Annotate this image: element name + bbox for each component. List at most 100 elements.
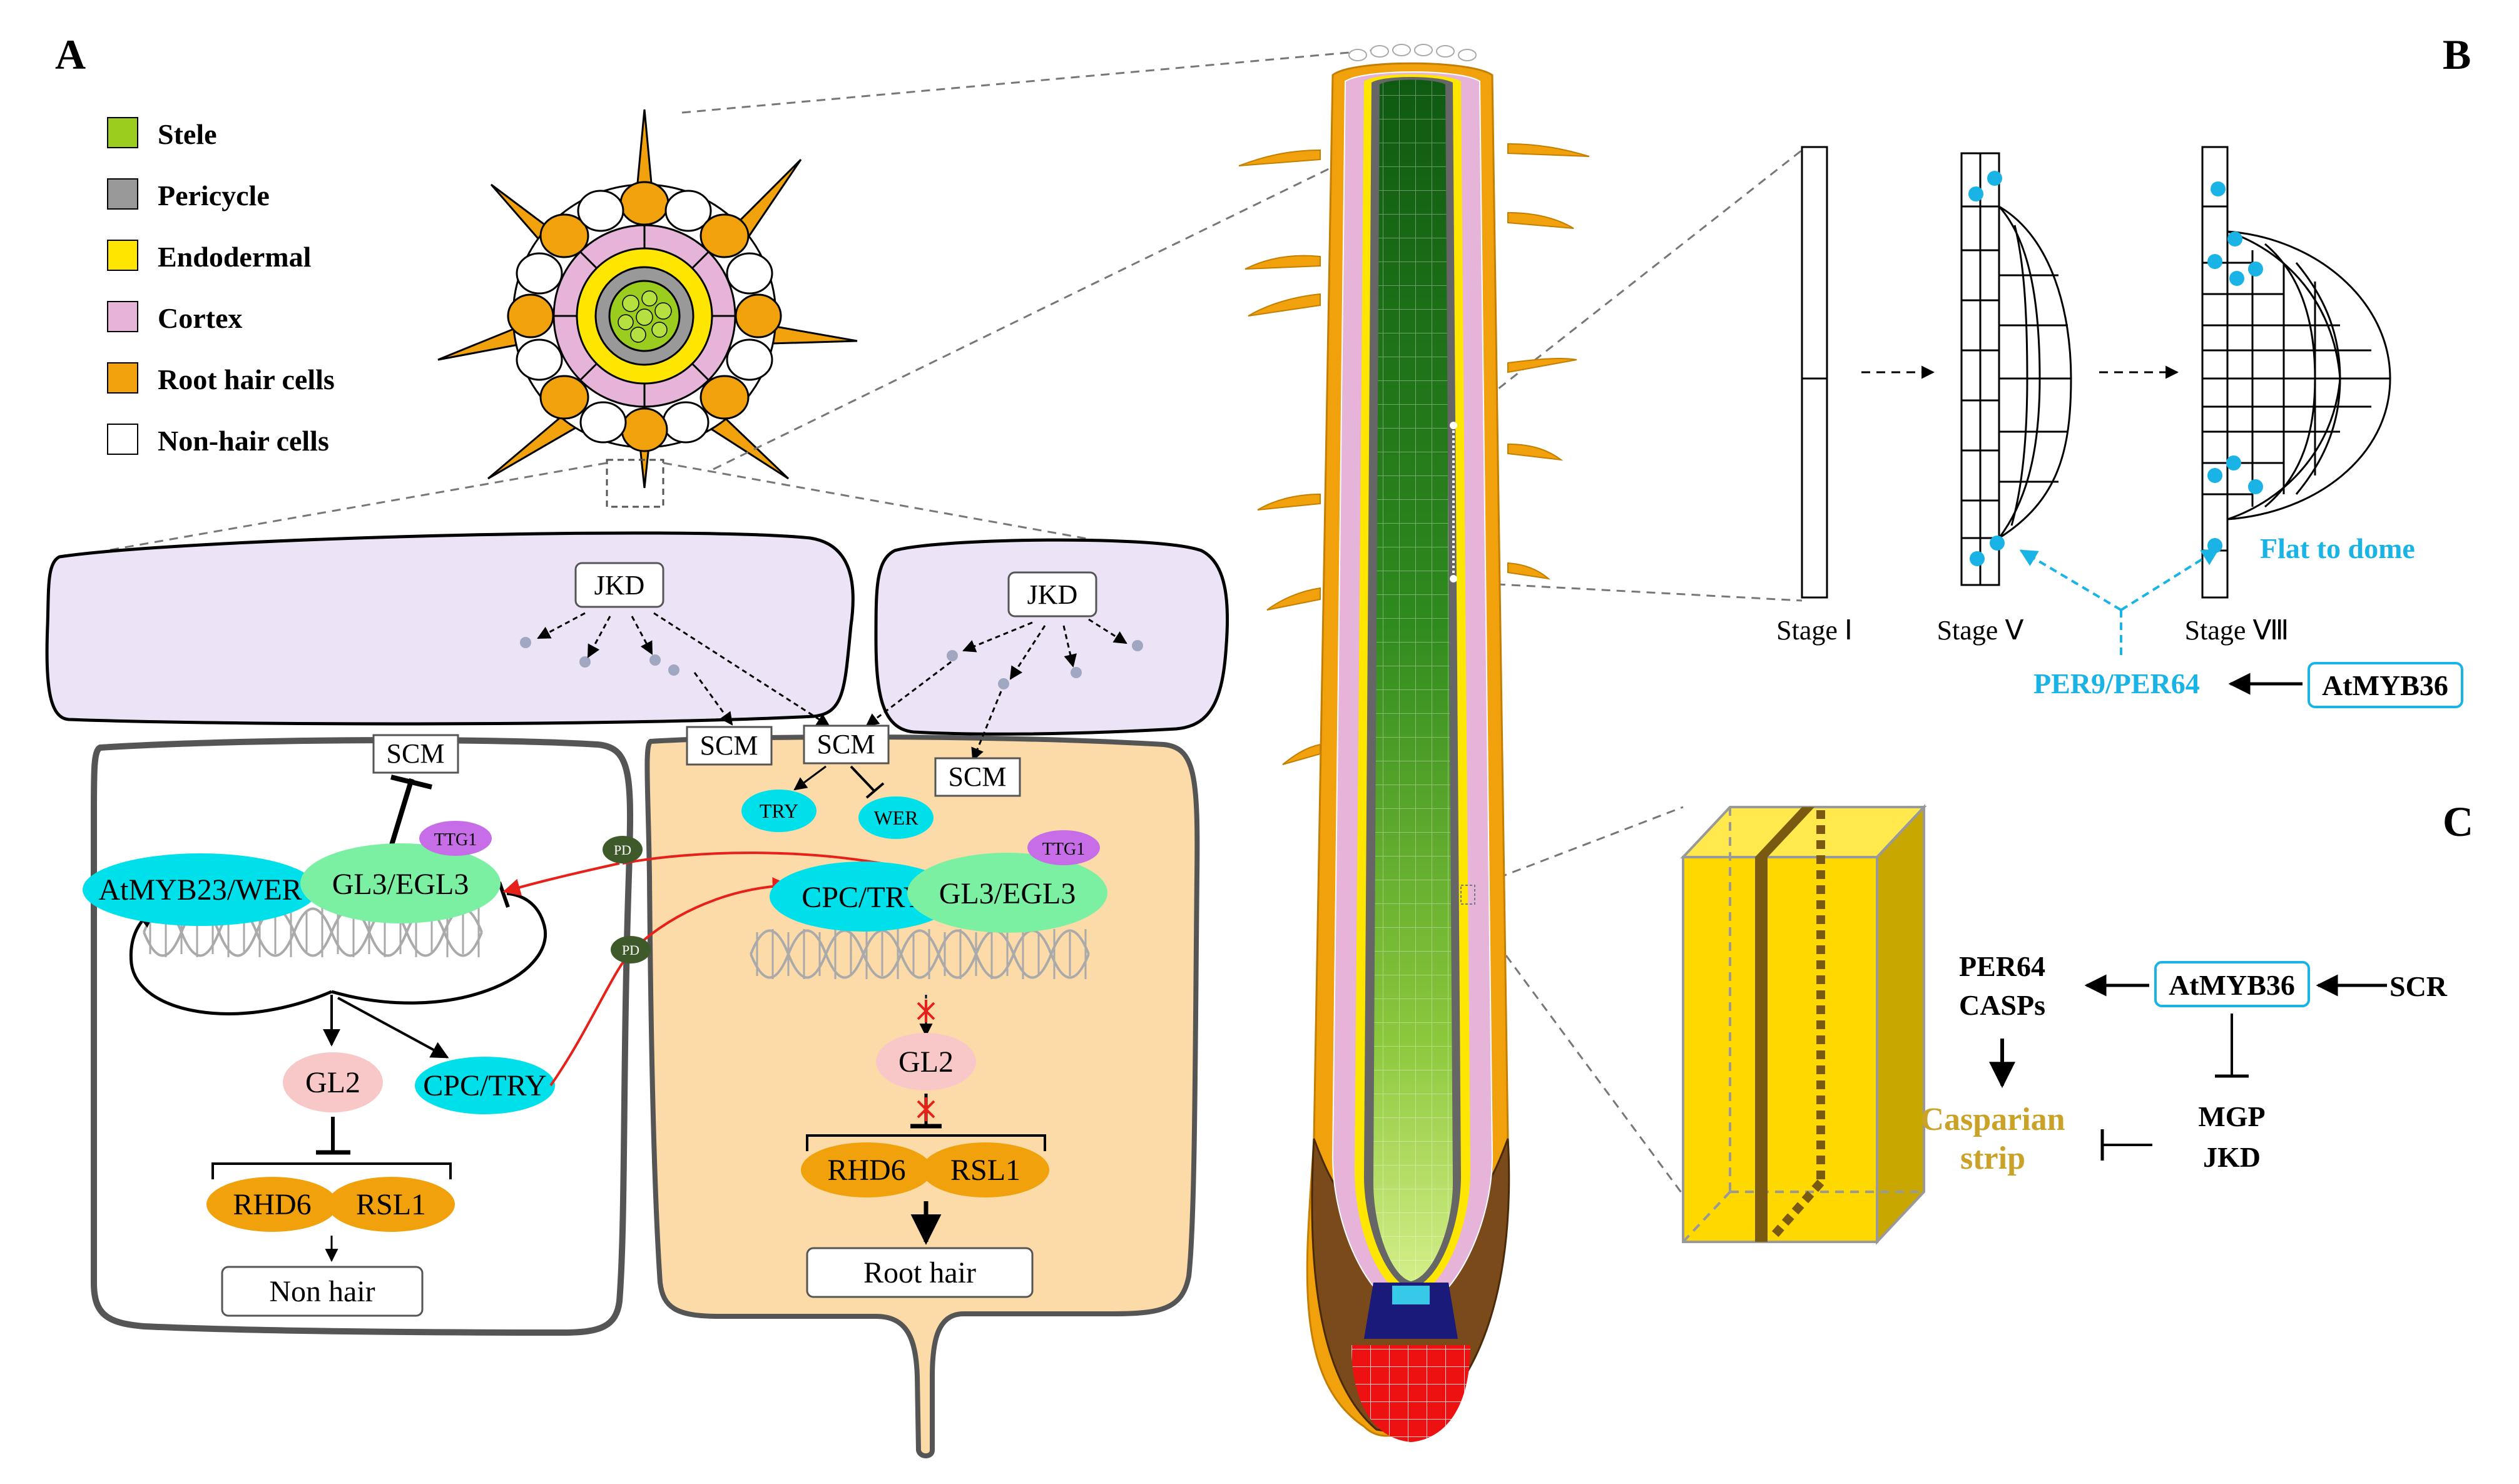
block-mark-1 bbox=[917, 1000, 935, 1022]
rsl1-right-oval bbox=[922, 1142, 1049, 1197]
jkd-box-left bbox=[574, 562, 664, 608]
panel-c-letter: C bbox=[2443, 798, 2473, 845]
try-oval bbox=[741, 790, 817, 832]
cpc-try-right-oval bbox=[770, 861, 957, 932]
atmyb36-box-b bbox=[2308, 662, 2463, 708]
panel-b-letter: B bbox=[2443, 31, 2471, 78]
stage-8-drawing bbox=[2201, 146, 2391, 599]
casparian-label-2: strip bbox=[1960, 1141, 2025, 1176]
per-arrows bbox=[2019, 548, 2220, 611]
panel-a-letter: A bbox=[55, 31, 86, 78]
pd-channel-1 bbox=[603, 836, 643, 863]
stage-8-dots bbox=[2207, 181, 2263, 553]
gl2-right-label: GL2 bbox=[898, 1045, 954, 1079]
feedback-loop-left bbox=[129, 905, 332, 1015]
stage-1-label: Stage Ⅰ bbox=[1776, 615, 1853, 646]
gl3-egl3-left-oval bbox=[300, 843, 501, 923]
rhd6-right-label: RHD6 bbox=[827, 1154, 905, 1187]
jkd-label-c: JKD bbox=[2203, 1141, 2261, 1173]
arrow-to-cpc-left bbox=[337, 997, 449, 1059]
scm-label-mid-2: SCM bbox=[817, 729, 875, 760]
stage-1-drawing bbox=[1801, 146, 1828, 599]
rsl1-left-oval bbox=[327, 1177, 455, 1232]
wer-oval bbox=[858, 796, 934, 839]
gl2-left-oval bbox=[283, 1052, 383, 1112]
atmyb36-box-c bbox=[2154, 961, 2310, 1007]
jkd-label-right: JKD bbox=[1027, 579, 1078, 610]
ttg1-right-label: TTG1 bbox=[1042, 840, 1085, 859]
legend-swatch-pericycle bbox=[107, 178, 138, 210]
legend-swatch-root-hair bbox=[107, 362, 138, 394]
rsl1-right-label: RSL1 bbox=[950, 1154, 1020, 1187]
rhd6-left-oval bbox=[206, 1177, 338, 1232]
gl2-right-oval bbox=[876, 1033, 976, 1090]
atmyb23-wer-oval bbox=[83, 853, 318, 926]
legend-label-stele: Stele bbox=[158, 118, 217, 150]
flat-to-dome-label: Flat to dome bbox=[2260, 532, 2415, 564]
non-hair-box bbox=[221, 1266, 424, 1317]
jkd-arrows bbox=[537, 612, 1127, 761]
pd-channel-2 bbox=[611, 936, 651, 963]
root-hairs-long bbox=[1238, 143, 1590, 765]
gl2-left-label: GL2 bbox=[305, 1066, 360, 1099]
legend-swatch-endodermal bbox=[107, 240, 138, 271]
jkd-label-left: JKD bbox=[594, 570, 645, 601]
legend-swatch-non-hair bbox=[107, 424, 138, 455]
rhd6-right-oval bbox=[801, 1142, 932, 1197]
legend: Stele Pericycle Endodermal Cortex Root h… bbox=[107, 117, 335, 457]
gl3-egl3-right-oval bbox=[907, 853, 1107, 933]
ttg1-right-oval bbox=[1027, 830, 1100, 865]
scm-label-left: SCM bbox=[387, 738, 445, 769]
cortex-cell-right bbox=[874, 538, 1229, 736]
cortex-cell-left bbox=[45, 531, 855, 726]
feedback-loop-right bbox=[331, 892, 547, 1005]
atmyb36-label-c: AtMYB36 bbox=[2169, 969, 2295, 1001]
rhd6-left-label: RHD6 bbox=[233, 1188, 311, 1221]
cpc-try-right-label: CPC/TRY bbox=[802, 881, 925, 914]
cpc-try-left-oval bbox=[415, 1057, 555, 1114]
pd-label-1: PD bbox=[614, 842, 631, 858]
rsl1-left-label: RSL1 bbox=[356, 1188, 426, 1221]
legend-label-root-hair: Root hair cells bbox=[158, 363, 335, 395]
epidermal-cells bbox=[507, 181, 782, 452]
ttg1-left-oval bbox=[419, 821, 492, 856]
scm-box-left bbox=[372, 734, 459, 774]
stage-5-dots bbox=[1968, 171, 2005, 566]
legend-label-cortex: Cortex bbox=[158, 302, 242, 334]
try-label: TRY bbox=[760, 800, 798, 822]
cpc-try-left-label: CPC/TRY bbox=[423, 1069, 546, 1102]
scm-to-wer-inhibit bbox=[850, 765, 885, 799]
block-mark-2 bbox=[917, 1097, 935, 1121]
legend-label-endodermal: Endodermal bbox=[158, 241, 311, 273]
atmyb23-wer-label: AtMYB23/WER bbox=[98, 873, 302, 907]
wer-label: WER bbox=[873, 806, 919, 829]
scm-box-mid-2 bbox=[803, 724, 890, 765]
scr-label: SCR bbox=[2389, 970, 2448, 1002]
non-hair-label: Non hair bbox=[269, 1275, 375, 1308]
stage-5-label: Stage Ⅴ bbox=[1937, 615, 2024, 646]
root-hair-label: Root hair bbox=[863, 1256, 976, 1289]
casparian-label-1: Casparian bbox=[1920, 1102, 2065, 1137]
casparian-block bbox=[1680, 803, 1927, 1246]
root-cross-section bbox=[437, 109, 858, 508]
scm-inhibit-bar bbox=[390, 775, 432, 790]
jkd-dots bbox=[520, 637, 1143, 689]
legend-swatch-stele bbox=[107, 117, 138, 148]
ttg1-left-label: TTG1 bbox=[434, 830, 477, 850]
pd-label-2: PD bbox=[622, 942, 639, 958]
per64-label: PER64 bbox=[1959, 950, 2045, 982]
gl3-egl3-right-label: GL3/EGL3 bbox=[939, 877, 1076, 910]
root-hair-box bbox=[806, 1247, 1034, 1298]
stage-8-label: Stage Ⅷ bbox=[2185, 615, 2289, 646]
scm-box-right bbox=[934, 757, 1021, 797]
per9-per64-label: PER9/PER64 bbox=[2033, 668, 2200, 699]
legend-label-non-hair: Non-hair cells bbox=[158, 425, 329, 457]
jkd-box-right bbox=[1007, 571, 1097, 617]
legend-swatch-cortex bbox=[107, 301, 138, 332]
casps-label: CASPs bbox=[1959, 989, 2045, 1021]
scm-to-try-arrow bbox=[793, 765, 827, 791]
hair-cell bbox=[644, 734, 1200, 1458]
mgp-label: MGP bbox=[2198, 1100, 2265, 1132]
scm-label-right: SCM bbox=[949, 761, 1007, 792]
